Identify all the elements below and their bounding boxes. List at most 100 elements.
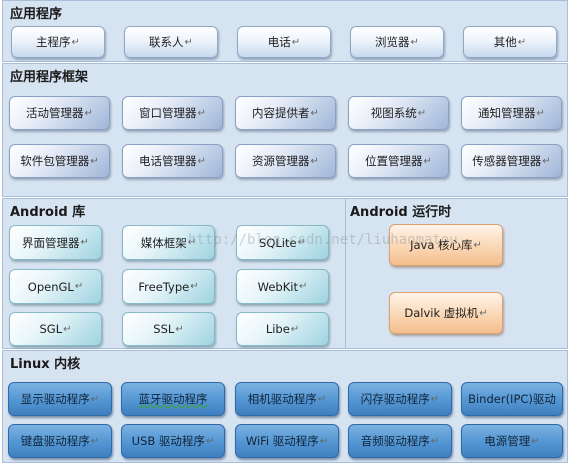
paragraph-mark-icon: ↵ xyxy=(187,237,197,248)
usb-driver-box[interactable]: USB 驱动程序↵ xyxy=(121,424,225,458)
applications-layer: 应用程序 主程序↵ 联系人↵ 电话↵ 浏览器↵ 其他↵ xyxy=(2,0,568,62)
wifi-driver-box[interactable]: WiFi 驱动程序↵ xyxy=(235,424,339,458)
paragraph-mark-icon: ↵ xyxy=(80,237,89,248)
box-label: 相机驱动程序 xyxy=(247,392,317,406)
box-label: 活动管理器 xyxy=(26,106,84,120)
box-label: 蓝牙驱动程序 xyxy=(138,392,208,406)
layer-divider xyxy=(345,199,346,348)
app-main-box[interactable]: 主程序↵ xyxy=(11,26,105,58)
libraries-layer-title: Android 库 xyxy=(10,205,86,220)
libc-box[interactable]: Libe↵ xyxy=(236,312,329,346)
paragraph-mark-icon: ↵ xyxy=(479,307,488,319)
paragraph-mark-icon: ↵ xyxy=(90,435,100,447)
paragraph-mark-icon: ↵ xyxy=(175,323,184,335)
app-browser-box[interactable]: 浏览器↵ xyxy=(350,26,444,58)
paragraph-mark-icon: ↵ xyxy=(473,239,482,251)
activity-manager-box[interactable]: 活动管理器↵ xyxy=(9,96,110,130)
box-label: 键盘驱动程序 xyxy=(20,434,90,448)
paragraph-mark-icon: ↵ xyxy=(410,36,419,48)
paragraph-mark-icon: ↵ xyxy=(190,281,199,292)
paragraph-mark-icon: ↵ xyxy=(319,435,329,447)
box-label: 视图系统 xyxy=(370,106,417,120)
box-label: USB 驱动程序 xyxy=(131,434,205,448)
box-label: 传感器管理器 xyxy=(472,154,542,168)
power-management-box[interactable]: 电源管理↵ xyxy=(461,424,563,458)
app-phone-box[interactable]: 电话↵ xyxy=(237,26,331,58)
sensor-manager-box[interactable]: 传感器管理器↵ xyxy=(461,144,562,178)
audio-driver-box[interactable]: 音频驱动程序↵ xyxy=(348,424,452,458)
surface-manager-box[interactable]: 界面管理器↵ xyxy=(9,225,102,260)
display-driver-box[interactable]: 显示驱动程序↵ xyxy=(8,382,112,416)
paragraph-mark-icon: ↵ xyxy=(205,435,215,447)
box-label: Binder(IPC)驱动 xyxy=(468,392,556,406)
box-label: 音频驱动程序 xyxy=(360,434,430,448)
box-label: 媒体框架 xyxy=(140,235,187,250)
box-label: 电话管理器 xyxy=(139,154,197,168)
freetype-box[interactable]: FreeType↵ xyxy=(122,269,215,304)
app-contacts-box[interactable]: 联系人↵ xyxy=(124,26,218,58)
sgl-box[interactable]: SGL↵ xyxy=(9,312,102,346)
box-label: 位置管理器 xyxy=(365,154,423,168)
keyboard-driver-box[interactable]: 键盘驱动程序↵ xyxy=(8,424,112,458)
paragraph-mark-icon: ↵ xyxy=(298,281,308,292)
paragraph-mark-icon: ↵ xyxy=(542,155,551,167)
paragraph-mark-icon: ↵ xyxy=(63,323,72,335)
box-label: 通知管理器 xyxy=(478,106,536,120)
paragraph-mark-icon: ↵ xyxy=(197,155,206,167)
box-label: SGL xyxy=(39,322,63,336)
paragraph-mark-icon: ↵ xyxy=(90,393,100,405)
box-label: 软件包管理器 xyxy=(20,154,90,168)
framework-layer-title: 应用程序框架 xyxy=(10,70,89,85)
content-provider-box[interactable]: 内容提供者↵ xyxy=(235,96,336,130)
dalvik-vm-box[interactable]: Dalvik 虚拟机↵ xyxy=(389,292,503,334)
bluetooth-driver-box[interactable]: 蓝牙驱动程序 xyxy=(121,382,225,416)
view-system-box[interactable]: 视图系统↵ xyxy=(348,96,449,130)
camera-driver-box[interactable]: 相机驱动程序↵ xyxy=(235,382,339,416)
applications-layer-title: 应用程序 xyxy=(10,7,63,22)
paragraph-mark-icon: ↵ xyxy=(430,393,440,405)
paragraph-mark-icon: ↵ xyxy=(417,107,427,119)
flash-driver-box[interactable]: 闪存驱动程序↵ xyxy=(348,382,452,416)
resource-manager-box[interactable]: 资源管理器↵ xyxy=(235,144,336,178)
paragraph-mark-icon: ↵ xyxy=(430,435,440,447)
telephony-manager-box[interactable]: 电话管理器↵ xyxy=(122,144,223,178)
box-label: WiFi 驱动程序 xyxy=(245,434,319,448)
box-label: 显示驱动程序 xyxy=(20,392,90,406)
app-others-box[interactable]: 其他↵ xyxy=(463,26,557,58)
box-label: 界面管理器 xyxy=(22,235,80,250)
framework-layer: 应用程序框架 活动管理器↵ 窗口管理器↵ 内容提供者↵ 视图系统↵ 通知管理器↵… xyxy=(2,63,568,197)
libraries-runtime-layer: Android 库 Android 运行时 界面管理器↵ 媒体框架↵ SQLit… xyxy=(2,198,568,349)
window-manager-box[interactable]: 窗口管理器↵ xyxy=(122,96,223,130)
paragraph-mark-icon: ↵ xyxy=(291,36,301,48)
ssl-box[interactable]: SSL↵ xyxy=(122,312,215,346)
box-label: 电话 xyxy=(267,35,291,49)
box-label: 资源管理器 xyxy=(252,154,310,168)
box-label: 主程序 xyxy=(36,35,71,49)
binder-ipc-driver-box[interactable]: Binder(IPC)驱动 xyxy=(461,382,563,416)
box-label: SQLite xyxy=(259,235,297,250)
box-label: Libe xyxy=(265,322,290,336)
paragraph-mark-icon: ↵ xyxy=(184,36,193,48)
webkit-box[interactable]: WebKit↵ xyxy=(236,269,329,304)
box-label: 电源管理 xyxy=(484,434,531,448)
paragraph-mark-icon: ↵ xyxy=(536,107,545,119)
paragraph-mark-icon: ↵ xyxy=(197,107,206,119)
opengl-box[interactable]: OpenGL↵ xyxy=(9,269,102,304)
java-core-library-box[interactable]: Java 核心库↵ xyxy=(389,224,503,266)
paragraph-mark-icon: ↵ xyxy=(317,393,327,405)
box-label: Java 核心库 xyxy=(410,238,473,252)
box-label: WebKit xyxy=(257,279,298,294)
paragraph-mark-icon: ↵ xyxy=(90,155,99,167)
notification-manager-box[interactable]: 通知管理器↵ xyxy=(461,96,562,130)
media-framework-box[interactable]: 媒体框架↵ xyxy=(122,225,215,260)
paragraph-mark-icon: ↵ xyxy=(290,323,300,335)
paragraph-mark-icon: ↵ xyxy=(517,36,527,48)
sqlite-box[interactable]: SQLite↵ xyxy=(236,225,329,260)
paragraph-mark-icon: ↵ xyxy=(297,237,306,248)
box-label: SSL xyxy=(153,322,175,336)
paragraph-mark-icon: ↵ xyxy=(423,155,432,167)
package-manager-box[interactable]: 软件包管理器↵ xyxy=(9,144,110,178)
kernel-layer: Linux 内核 显示驱动程序↵ 蓝牙驱动程序 相机驱动程序↵ 闪存驱动程序↵ … xyxy=(2,350,568,463)
paragraph-mark-icon: ↵ xyxy=(310,155,319,167)
location-manager-box[interactable]: 位置管理器↵ xyxy=(348,144,449,178)
